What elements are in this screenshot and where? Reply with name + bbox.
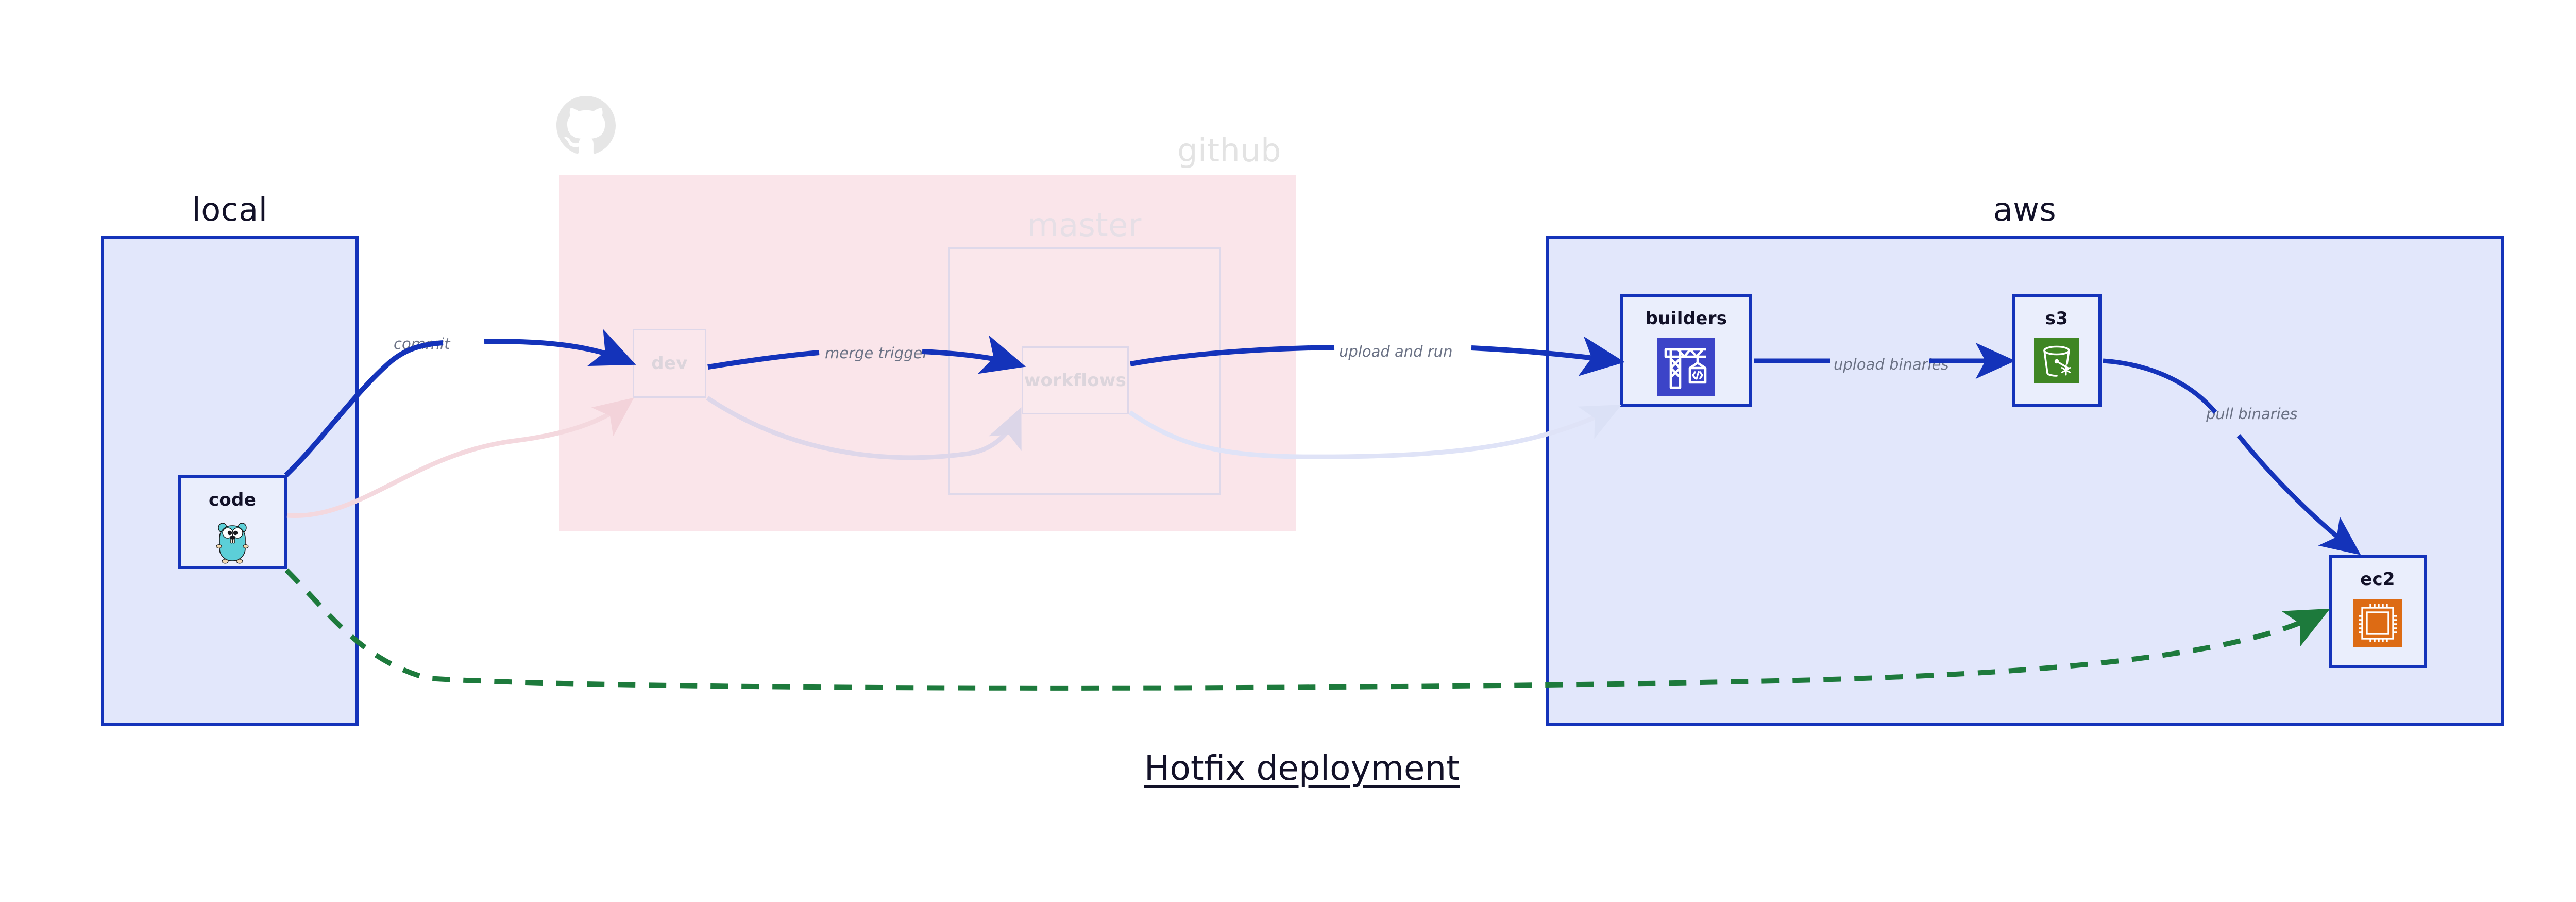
node-dev-label: dev	[651, 353, 688, 374]
node-workflows[interactable]: workflows	[1022, 346, 1129, 414]
node-dev[interactable]: dev	[633, 329, 706, 398]
node-code-label: code	[208, 490, 257, 510]
group-label-master: master	[1027, 206, 1142, 244]
node-workflows-label: workflows	[1024, 370, 1127, 391]
github-octocat-icon	[556, 96, 616, 154]
node-builders-label: builders	[1645, 308, 1727, 329]
diagram-title: Hotfix deployment	[1144, 748, 1460, 788]
node-ec2-label: ec2	[2360, 569, 2395, 590]
edge-label-upload-and-run: upload and run	[1337, 343, 1455, 360]
crane-code-icon	[1657, 338, 1715, 396]
node-builders[interactable]: builders	[1620, 294, 1752, 407]
group-label-local: local	[192, 191, 268, 228]
edge-label-commit: commit	[392, 335, 452, 353]
group-label-github: github	[1177, 131, 1281, 169]
s3-bucket-icon	[2034, 338, 2079, 383]
edge-label-pull-binaries: pull binaries	[2204, 405, 2300, 423]
cpu-chip-icon	[2353, 599, 2402, 647]
node-s3[interactable]: s3	[2012, 294, 2102, 407]
go-gopher-icon	[214, 520, 251, 565]
group-label-aws: aws	[1993, 191, 2057, 228]
edge-label-merge-trigger: merge trigger	[823, 344, 931, 362]
node-s3-label: s3	[2045, 308, 2069, 329]
node-ec2[interactable]: ec2	[2329, 555, 2427, 668]
edge-label-upload-binaries: upload binaries	[1832, 356, 1951, 373]
node-code[interactable]: code	[178, 475, 287, 569]
